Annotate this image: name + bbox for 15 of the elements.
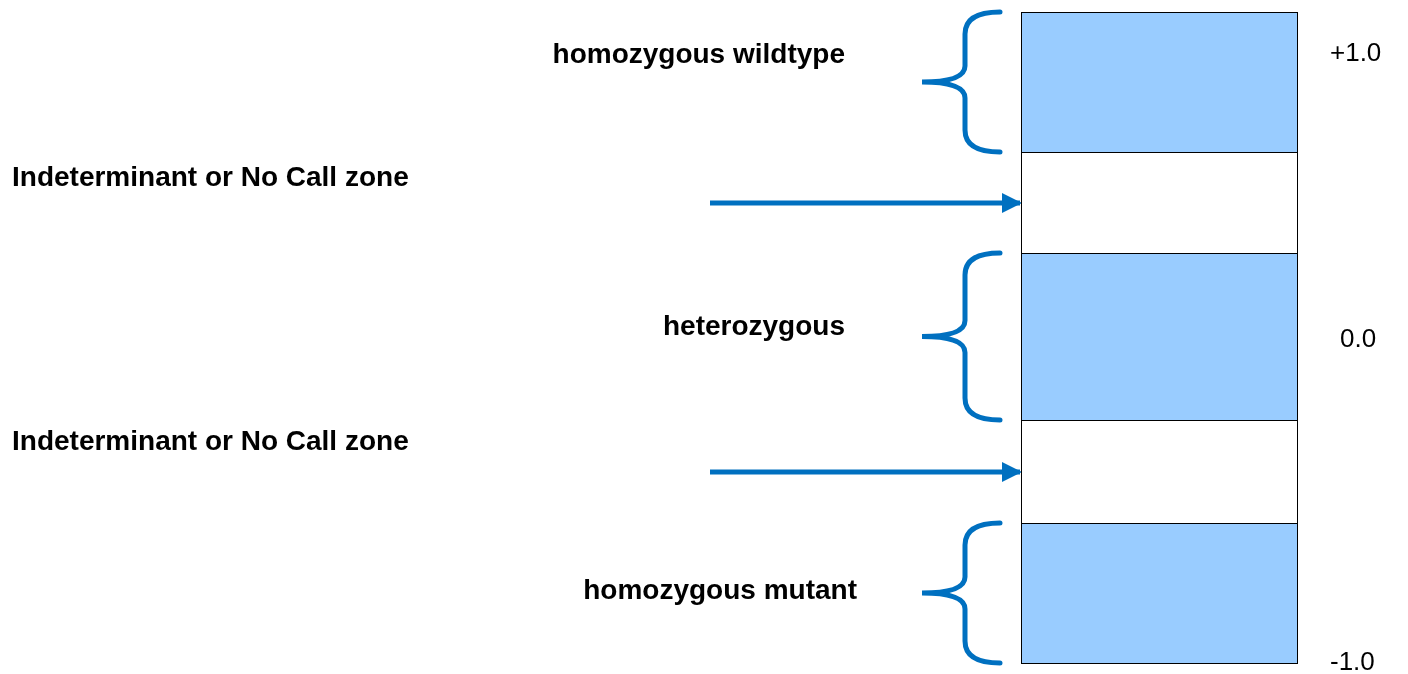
arrow <box>710 462 1022 482</box>
scale-value: -1.0 <box>1330 646 1375 674</box>
band-box <box>1021 12 1298 153</box>
band-box <box>1021 253 1298 421</box>
zone-label: Indeterminant or No Call zone <box>12 161 409 193</box>
band-box <box>1021 152 1298 254</box>
scale-value: 0.0 <box>1340 323 1377 353</box>
brace-label: heterozygous <box>662 310 845 342</box>
arrow <box>710 193 1022 213</box>
zone-label: Indeterminant or No Call zone <box>12 425 409 457</box>
band-box <box>1021 420 1298 524</box>
brace-label: homozygous mutant <box>583 574 857 606</box>
brace-label: homozygous wildtype <box>552 38 845 70</box>
band-box <box>1021 523 1298 664</box>
scale-value: +1.0 <box>1330 37 1382 67</box>
